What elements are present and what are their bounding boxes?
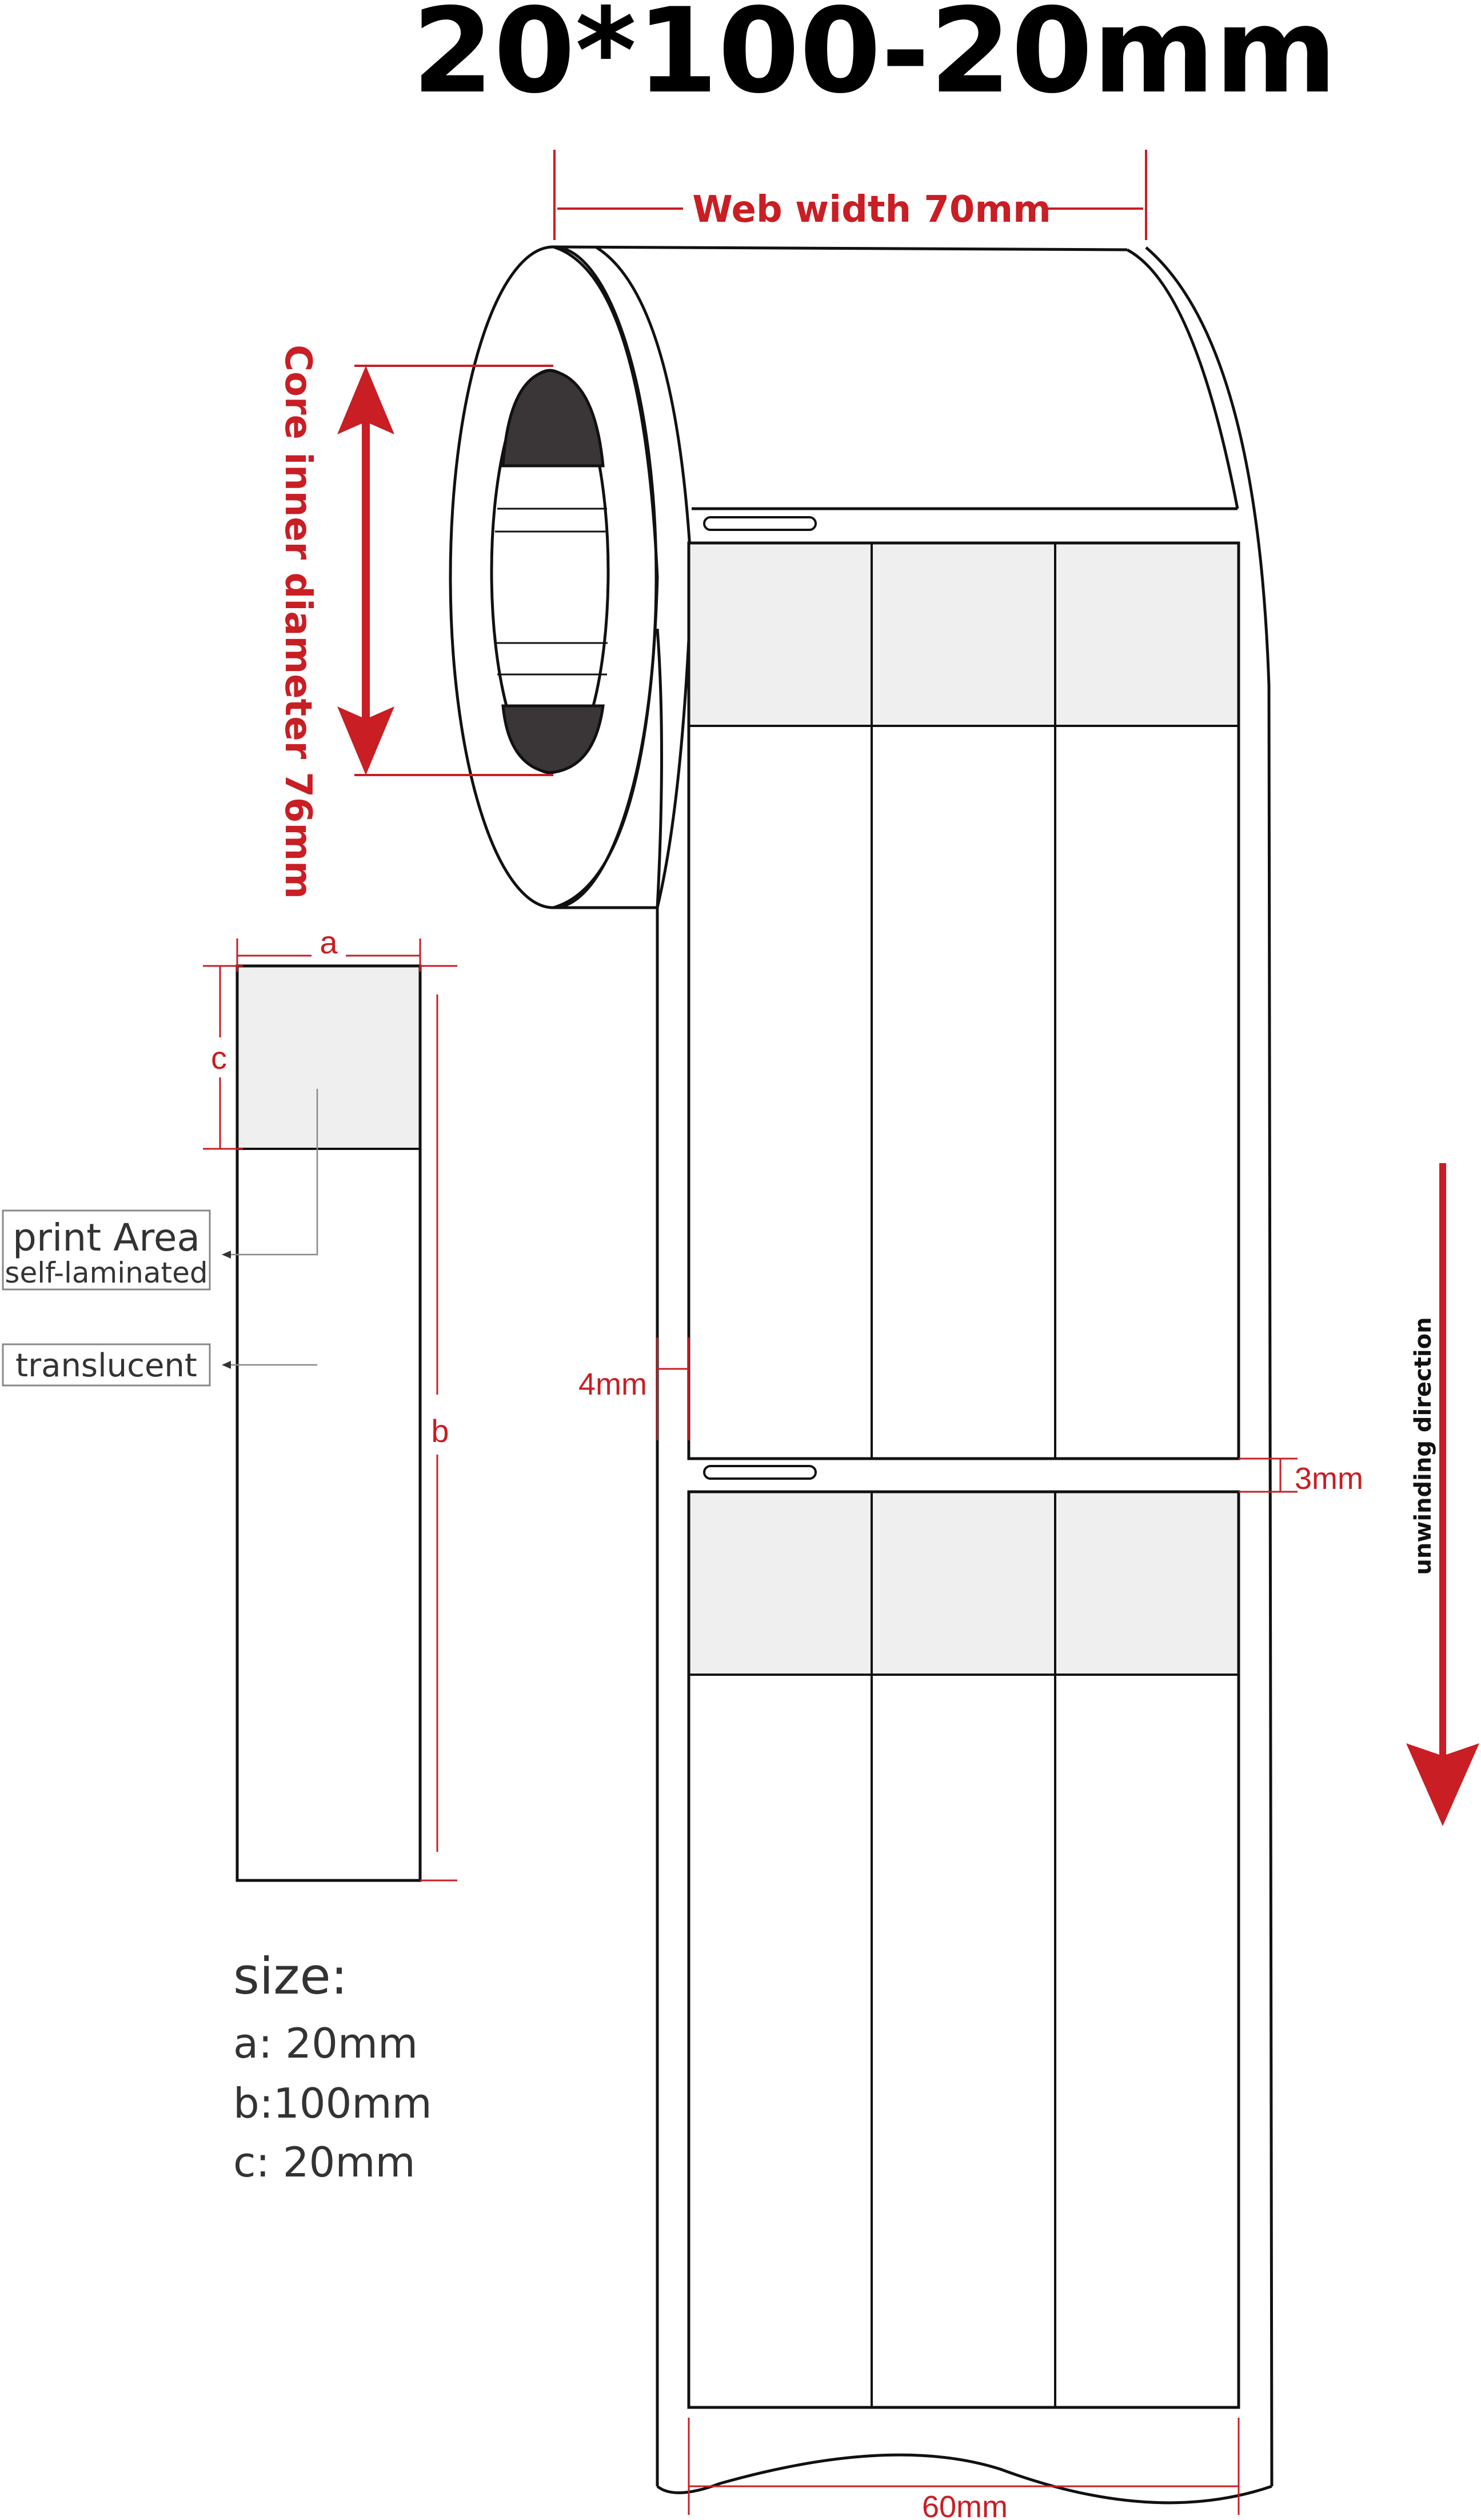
size-heading: size: xyxy=(233,1947,348,2006)
print-area-box xyxy=(2,1209,211,1291)
dim-b-label: b xyxy=(431,1413,449,1449)
core-hole xyxy=(490,369,610,774)
callout-lines xyxy=(222,1089,318,1369)
size-a: a: 20mm xyxy=(233,2019,418,2067)
gap-dimension xyxy=(1239,1457,1298,1493)
web-width-label: Web width 70mm xyxy=(692,189,1051,231)
web-width-dimension xyxy=(553,150,1147,240)
core-diameter-dimension xyxy=(337,365,553,776)
single-label xyxy=(235,964,422,1882)
slot-middle xyxy=(703,1465,817,1480)
translucent-box xyxy=(2,1343,211,1387)
unwinding-arrow xyxy=(1406,1163,1479,1826)
size-c: c: 20mm xyxy=(233,2138,416,2186)
dim-a-label: a xyxy=(320,924,338,960)
title: 20*100-20mm xyxy=(412,0,1337,119)
self-laminated-label: self-laminated xyxy=(5,1256,207,1289)
unwinding-label: unwinding direction xyxy=(1410,1317,1436,1575)
dim-c-label: c xyxy=(211,1040,227,1076)
core-diameter-label: Core inner diameter 76mm xyxy=(277,345,319,899)
liner-width-label: 60mm xyxy=(922,2490,1008,2520)
liner-width-dimension xyxy=(688,2418,1240,2515)
print-area-label: print Area xyxy=(13,1216,200,1260)
size-b: b:100mm xyxy=(233,2079,432,2127)
dim-b xyxy=(420,965,457,1882)
slot-top xyxy=(703,516,817,531)
gap-label: 3mm xyxy=(1295,1461,1363,1496)
translucent-label: translucent xyxy=(15,1347,197,1384)
margin-dimension xyxy=(656,1337,690,1440)
label-strip xyxy=(687,516,1240,2409)
single-label-detail xyxy=(235,964,422,1882)
label-roll xyxy=(449,245,1274,2505)
dim-c xyxy=(203,965,243,1150)
margin-label: 4mm xyxy=(578,1367,647,1401)
